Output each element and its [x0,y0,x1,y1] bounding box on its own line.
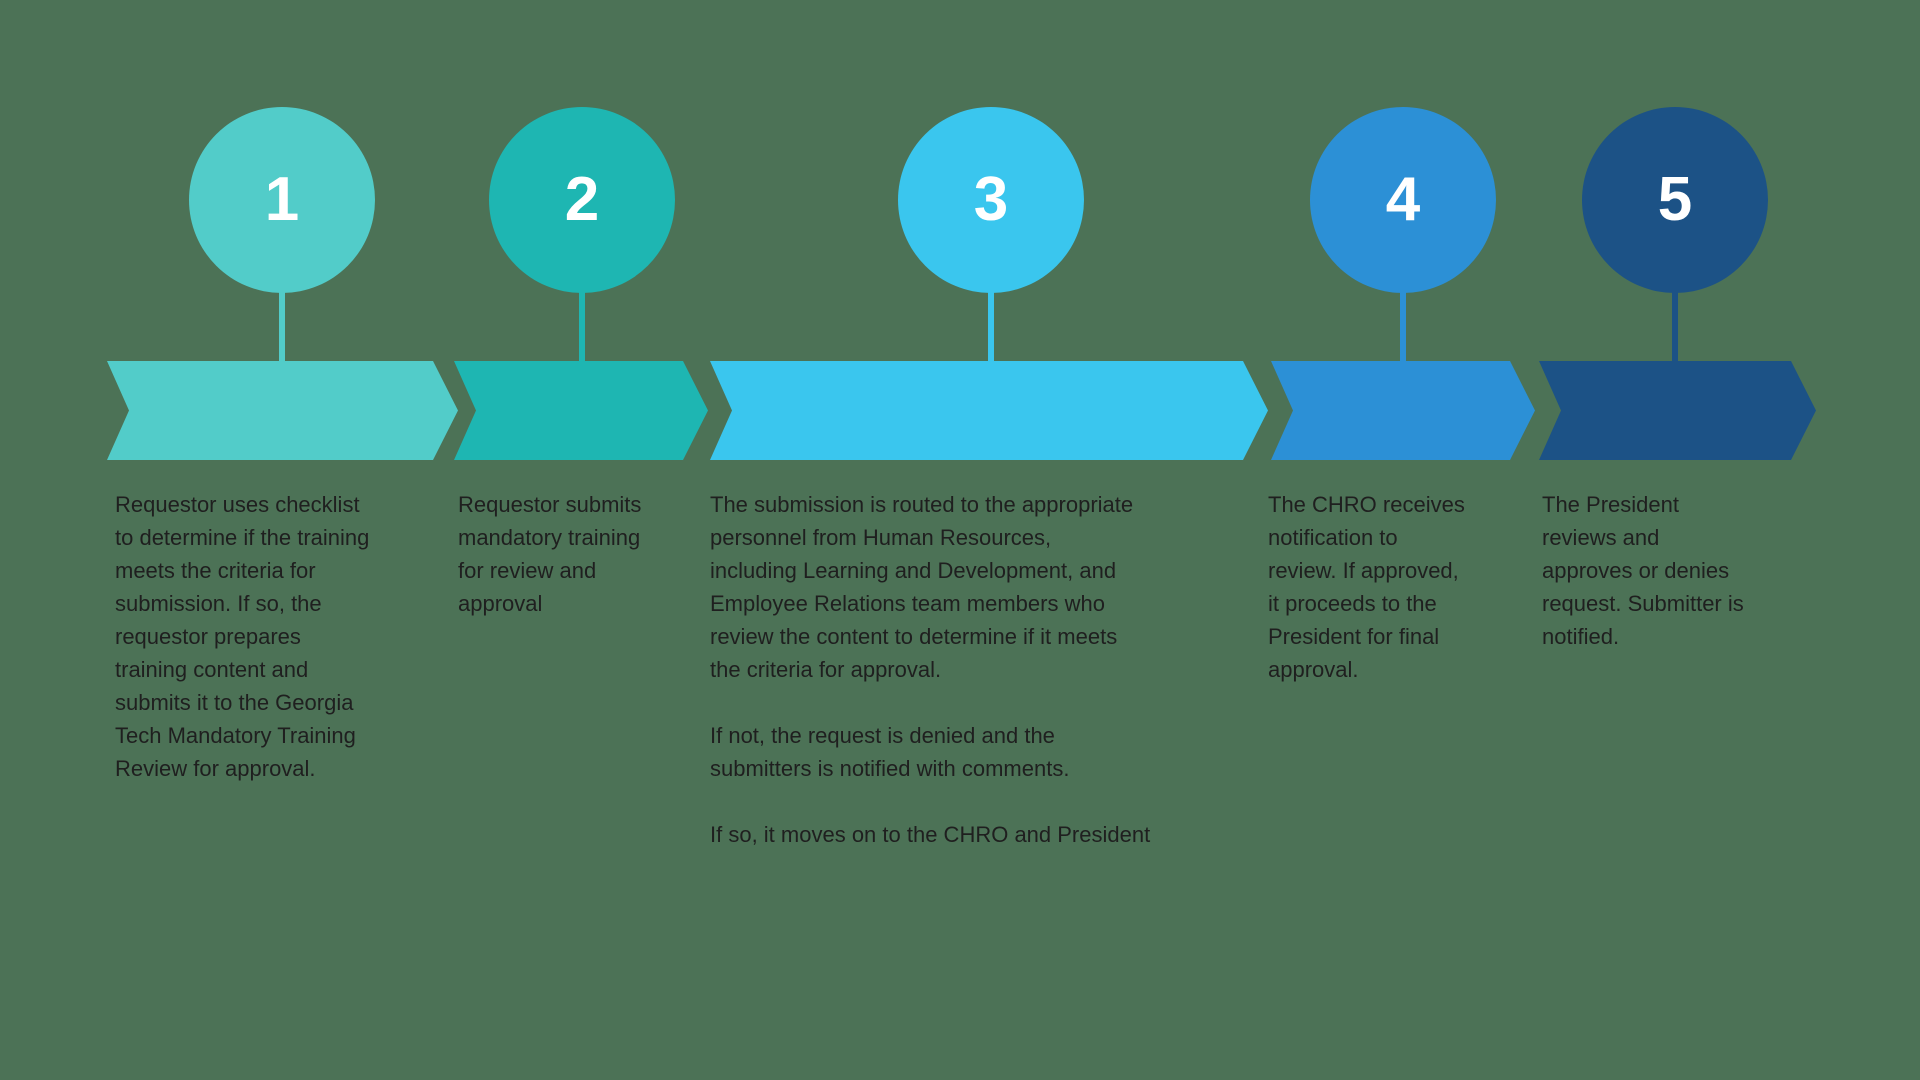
step-5-chevron-arrow [1539,361,1816,460]
step-2-description: Requestor submits mandatory training for… [458,492,642,616]
step-2-connector-line [579,290,585,362]
step-1-connector-line [279,290,285,362]
step-5-number: 5 [1657,165,1693,234]
step-2-chevron-arrow [454,361,708,460]
step-5-connector-line [1672,290,1678,362]
step-1-circle: 1 [189,107,375,293]
step-3-description: The submission is routed to the appropri… [710,492,1151,847]
step-4-number: 4 [1385,165,1421,234]
step-3-connector-line [988,290,994,362]
step-4-circle: 4 [1310,107,1496,293]
step-1-description: Requestor uses checklist to determine if… [115,492,370,781]
step-4-connector-line [1400,290,1406,362]
step-3-chevron-arrow [710,361,1268,460]
step-2-circle: 2 [489,107,675,293]
step-4-chevron-arrow [1271,361,1535,460]
step-5-description: The President reviews and approves or de… [1542,492,1744,649]
step-1-chevron-arrow [107,361,458,460]
step-5-circle: 5 [1582,107,1768,293]
step-1-number: 1 [264,165,300,234]
step-4-description: The CHRO receives notification to review… [1268,492,1465,682]
step-2-number: 2 [564,165,600,234]
step-3-circle: 3 [898,107,1084,293]
step-3-number: 3 [973,165,1009,234]
